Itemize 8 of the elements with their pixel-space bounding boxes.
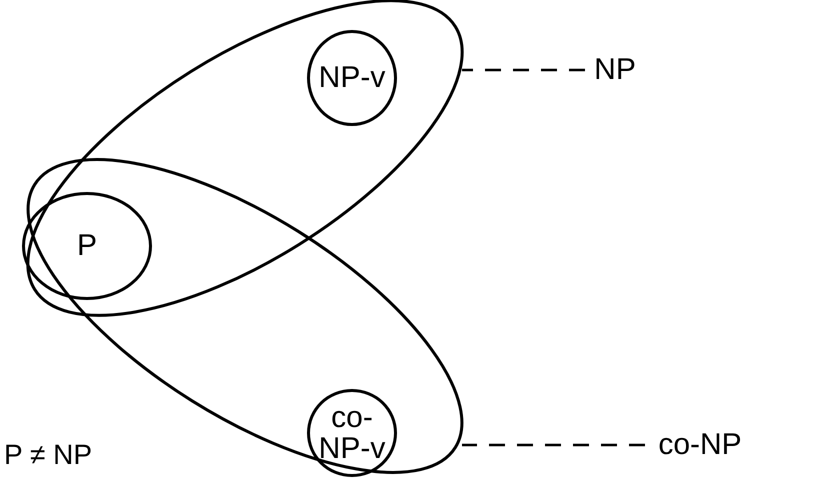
leader-line <box>462 68 585 72</box>
leader-line <box>462 444 645 446</box>
set-label: co-NP <box>657 427 743 464</box>
class-circle: NP-v <box>307 30 397 126</box>
statement-text: P ≠ NP <box>4 440 92 470</box>
class-circle: co- NP-v <box>307 389 397 477</box>
set-label: NP <box>593 52 637 88</box>
class-circle: P <box>22 192 152 300</box>
